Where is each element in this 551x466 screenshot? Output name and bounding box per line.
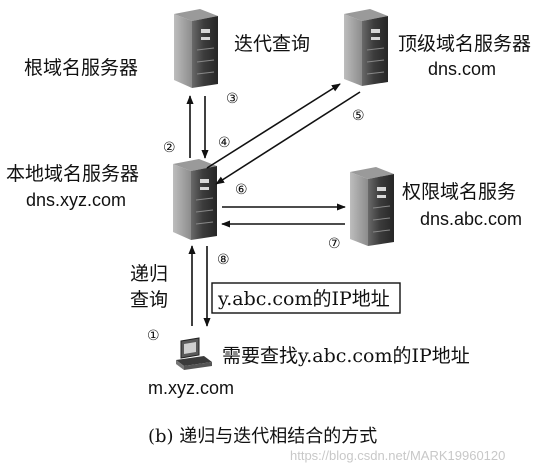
iterative-query-label: 迭代查询 xyxy=(234,33,310,55)
local-server-label: 本地域名服务器 xyxy=(6,163,139,185)
host-computer-icon xyxy=(176,337,212,370)
arrows xyxy=(186,83,361,327)
step-number-6: ⑥ xyxy=(235,182,248,198)
auth-server-label: 权限域名服务 xyxy=(402,181,516,203)
step-number-7: ⑦ xyxy=(328,236,341,252)
host-request-text: 需要查找y.abc.com的IP地址 xyxy=(222,345,470,367)
answer-box-text: y.abc.com的IP地址 xyxy=(217,288,390,310)
step-number-3: ③ xyxy=(226,91,239,107)
local-server-domain: dns.xyz.com xyxy=(26,190,126,210)
watermark-text: https://blog.csdn.net/MARK19960120 xyxy=(290,448,505,463)
step-number-4: ④ xyxy=(218,135,231,151)
step-number-8: ⑧ xyxy=(217,252,230,268)
auth-server-domain: dns.abc.com xyxy=(420,209,522,229)
host-domain: m.xyz.com xyxy=(148,378,234,398)
local-server-icon xyxy=(173,159,217,240)
step-number-5: ⑤ xyxy=(352,108,365,124)
authoritative-server-icon xyxy=(350,167,394,246)
step-number-2: ② xyxy=(163,140,176,156)
recursive-query-label-line1: 递归 xyxy=(130,263,168,285)
tld-server-icon xyxy=(344,9,388,86)
step-number-1: ① xyxy=(147,328,160,344)
arrow-step-4 xyxy=(206,83,341,169)
answer-box xyxy=(211,282,401,314)
arrow-step-5 xyxy=(215,91,361,185)
tld-server-label: 顶级域名服务器 xyxy=(398,33,531,55)
figure-caption: (b) 递归与迭代相结合的方式 xyxy=(148,426,377,447)
root-server-icon xyxy=(174,9,218,88)
tld-server-domain: dns.com xyxy=(428,59,496,79)
root-server-label: 根域名服务器 xyxy=(24,57,138,79)
recursive-query-label-line2: 查询 xyxy=(130,289,168,311)
